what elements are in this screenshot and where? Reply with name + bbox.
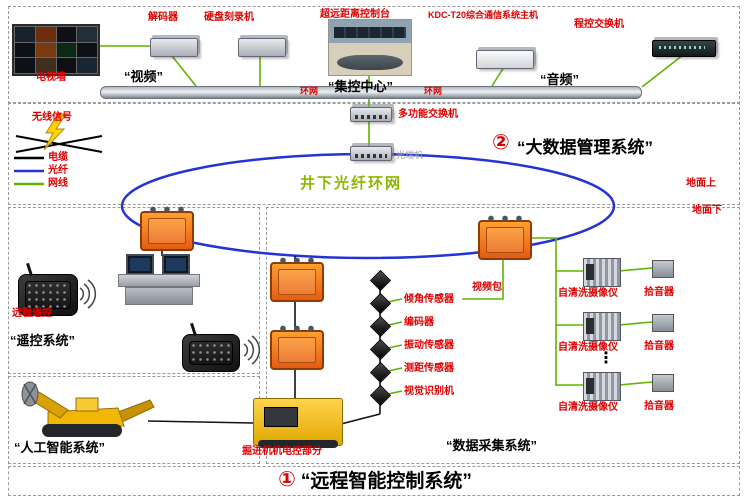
optical-terminal-device xyxy=(350,146,392,161)
camera-1-label: 自清洗摄像仪 xyxy=(558,288,618,299)
video-group-title: “视频” xyxy=(124,69,164,84)
multifunction-switch-label: 多功能交换机 xyxy=(398,109,458,120)
footer-title-box xyxy=(8,466,740,496)
kdc-host-device xyxy=(476,50,534,69)
camera-2-label: 自清洗摄像仪 xyxy=(558,342,618,353)
sensor-label-vibration: 振动传感器 xyxy=(404,340,454,351)
sensor-label-tilt: 倾角传感器 xyxy=(404,294,454,305)
pickup-2-icon xyxy=(652,314,674,332)
surface-label: 地面上 xyxy=(686,178,716,189)
flameproof-box-c xyxy=(270,325,324,370)
surface-section-box xyxy=(8,6,740,104)
camera-3-label: 自清洗摄像仪 xyxy=(558,402,618,413)
control-center-title: “集控中心” xyxy=(328,79,394,94)
pickup-3-label: 拾音器 xyxy=(644,401,674,412)
monitor-icon xyxy=(126,254,154,275)
sensor-label-ranging: 测距传感器 xyxy=(404,363,454,374)
tv-wall xyxy=(12,24,100,76)
bus-label-right: 环网 xyxy=(424,86,443,96)
camera-3-icon xyxy=(583,372,621,401)
audio-group-title: “音频” xyxy=(540,72,580,87)
underground-label: 地面下 xyxy=(692,205,722,216)
pickup-2-label: 拾音器 xyxy=(644,341,674,352)
tv-wall-label: 电视墙 xyxy=(36,72,66,83)
roadheader-machine xyxy=(18,380,160,449)
operator-console xyxy=(118,254,200,305)
flameproof-box-b xyxy=(270,257,324,302)
ellipsis-mark: ⋮ xyxy=(598,350,614,367)
multifunction-switch-device xyxy=(350,107,392,122)
legend-cable-label: 电缆 xyxy=(48,152,68,163)
ai-system-title: “人工智能系统” xyxy=(14,440,106,455)
fiber-ring-label: 井下光纤环网 xyxy=(300,175,403,192)
pbx-switch-device xyxy=(652,40,716,57)
kdc-host-label: KDC-T20综合通信系统主机 xyxy=(428,10,539,20)
optical-terminal-label: 光端机 xyxy=(396,150,424,160)
daq-system-title: “数据采集系统” xyxy=(446,438,538,453)
pickup-1-icon xyxy=(652,260,674,278)
flameproof-box-d xyxy=(478,215,532,260)
flameproof-box-a xyxy=(140,206,194,251)
bigdata-title: “大数据管理系统” xyxy=(517,138,653,157)
pbx-switch-label: 程控交换机 xyxy=(574,19,624,30)
legend-netcable-label: 网线 xyxy=(48,178,68,189)
footer-title: “远程智能控制系统” xyxy=(300,471,472,492)
monitor-icon xyxy=(162,254,190,275)
wireless-signal-label: 无线信号 xyxy=(32,112,72,123)
sensor-label-vision: 视觉识别机 xyxy=(404,386,454,397)
desk-base xyxy=(125,287,193,305)
pickup-3-icon xyxy=(652,374,674,392)
hdd-recorder-device xyxy=(238,38,286,57)
remote-console-label: 超远距离控制台 xyxy=(320,9,390,20)
bigdata-number: ② xyxy=(492,131,510,154)
machine-controller-label: 掘进机机电控部分 xyxy=(242,446,322,457)
video-pack-label: 视频包 xyxy=(472,282,502,293)
machine-controller-device xyxy=(253,398,343,448)
pickup-1-label: 拾音器 xyxy=(644,287,674,298)
sensor-label-encoder: 编码器 xyxy=(404,317,434,328)
surface-ring-bus xyxy=(100,86,642,99)
remote-controller-1 xyxy=(18,274,78,316)
camera-2-icon xyxy=(583,312,621,341)
bus-label-left: 环网 xyxy=(300,86,319,96)
footer-number: ① xyxy=(278,468,296,491)
legend-fiber-label: 光纤 xyxy=(48,165,68,176)
decoder-device xyxy=(150,38,198,57)
decoder-label: 解码器 xyxy=(148,12,178,23)
hdd-recorder-label: 硬盘刻录机 xyxy=(204,12,254,23)
diagram-footer: ① “远程智能控制系统” xyxy=(0,466,750,493)
remote-system-title: “遥控系统” xyxy=(10,333,76,348)
desk-surface xyxy=(118,274,200,287)
remote-control-label: 远程遥控 xyxy=(12,308,52,319)
remote-console-photo xyxy=(328,19,412,76)
remote-controller-2 xyxy=(182,334,240,372)
camera-1-icon xyxy=(583,258,621,287)
